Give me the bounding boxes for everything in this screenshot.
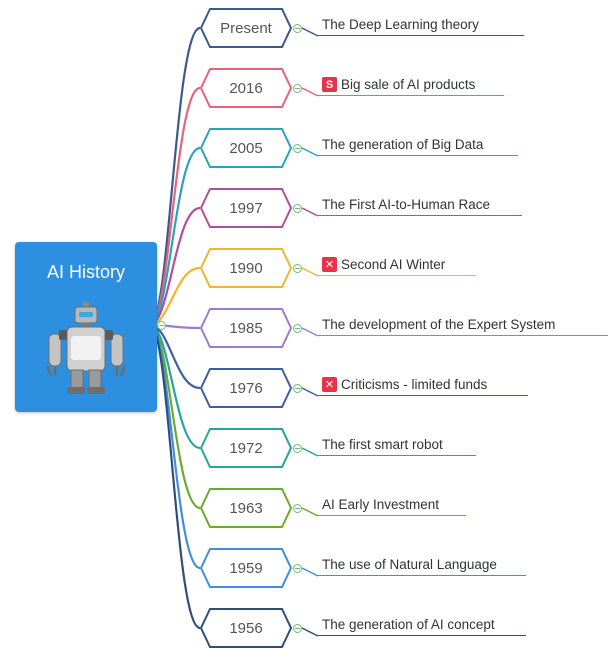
year-node[interactable]: 1997: [200, 188, 292, 228]
year-label: 1972: [229, 439, 263, 457]
event-topic[interactable]: S Big sale of AI products: [318, 77, 504, 96]
collapse-toggle-icon[interactable]: [293, 323, 302, 333]
year-node[interactable]: 1972: [200, 428, 292, 468]
event-text: The generation of AI concept: [322, 617, 495, 632]
event-text: Second AI Winter: [341, 257, 446, 272]
branch-connector: [149, 146, 201, 327]
year-label: 1956: [229, 619, 263, 637]
event-connector: [301, 207, 319, 217]
event-connector: [301, 27, 319, 37]
event-text: The development of the Expert System: [322, 317, 556, 332]
year-label: 1997: [229, 199, 263, 217]
event-topic[interactable]: AI Early Investment: [318, 497, 466, 516]
event-connector: [301, 567, 319, 577]
event-text: The use of Natural Language: [322, 557, 497, 572]
event-topic[interactable]: ✕ Second AI Winter: [318, 257, 476, 276]
event-connector: [301, 147, 319, 157]
event-connector: [301, 627, 319, 637]
event-connector: [301, 267, 319, 277]
year-node[interactable]: 1976: [200, 368, 292, 408]
year-label: 2016: [229, 79, 263, 97]
central-topic-title: AI History: [46, 262, 125, 282]
collapse-toggle-icon[interactable]: [293, 263, 302, 273]
year-node[interactable]: 1956: [200, 608, 292, 648]
collapse-toggle-icon[interactable]: [293, 623, 302, 633]
event-connector: [301, 507, 319, 517]
year-node[interactable]: 1959: [200, 548, 292, 588]
year-label: 1963: [229, 499, 263, 517]
collapse-toggle-icon[interactable]: [293, 563, 302, 573]
collapse-toggle-icon[interactable]: [293, 23, 302, 33]
year-node[interactable]: 1963: [200, 488, 292, 528]
sale-icon: S: [322, 77, 337, 92]
event-topic[interactable]: The Deep Learning theory: [318, 17, 524, 36]
central-topic[interactable]: AI History: [15, 242, 157, 412]
cross-icon: ✕: [322, 257, 337, 272]
collapse-toggle-icon[interactable]: [293, 383, 302, 393]
event-text: The generation of Big Data: [322, 137, 484, 152]
event-connector: [301, 327, 319, 337]
year-node[interactable]: 1990: [200, 248, 292, 288]
collapse-toggle-icon[interactable]: [293, 203, 302, 213]
event-text: The First AI-to-Human Race: [322, 197, 491, 212]
event-connector: [301, 87, 319, 97]
year-label: 1976: [229, 379, 263, 397]
event-topic[interactable]: The generation of Big Data: [318, 137, 518, 156]
event-text: The Deep Learning theory: [322, 17, 479, 32]
branch-connector: [148, 323, 201, 630]
event-topic[interactable]: The generation of AI concept: [318, 617, 526, 636]
year-label: 1985: [229, 319, 263, 337]
event-text: Big sale of AI products: [341, 77, 476, 92]
event-topic[interactable]: ✕ Criticisms - limited funds: [318, 377, 528, 396]
event-text: Criticisms - limited funds: [341, 377, 488, 392]
event-connector: [301, 447, 319, 457]
year-label: 1990: [229, 259, 263, 277]
event-connector: [301, 387, 319, 397]
year-label: 2005: [229, 139, 263, 157]
branch-connector: [149, 323, 201, 510]
event-text: The first smart robot: [322, 437, 443, 452]
robot-icon: [45, 302, 127, 394]
year-node[interactable]: 2005: [200, 128, 292, 168]
year-node[interactable]: 2016: [200, 68, 292, 108]
year-node[interactable]: 1985: [200, 308, 292, 348]
collapse-toggle-icon[interactable]: [293, 443, 302, 453]
event-text: AI Early Investment: [322, 497, 440, 512]
collapse-toggle-icon[interactable]: [293, 503, 302, 513]
event-topic[interactable]: The first smart robot: [318, 437, 476, 456]
collapse-toggle-icon[interactable]: [293, 83, 302, 93]
year-label: 1959: [229, 559, 263, 577]
event-topic[interactable]: The development of the Expert System: [318, 317, 608, 336]
branch-connector: [148, 26, 201, 327]
event-topic[interactable]: The use of Natural Language: [318, 557, 526, 576]
branch-connector: [149, 86, 201, 327]
central-collapse-icon[interactable]: [157, 321, 166, 330]
collapse-toggle-icon[interactable]: [293, 143, 302, 153]
event-topic[interactable]: The First AI-to-Human Race: [318, 197, 522, 216]
year-node[interactable]: Present: [200, 8, 292, 48]
year-label: Present: [220, 19, 272, 37]
cross-icon: ✕: [322, 377, 337, 392]
